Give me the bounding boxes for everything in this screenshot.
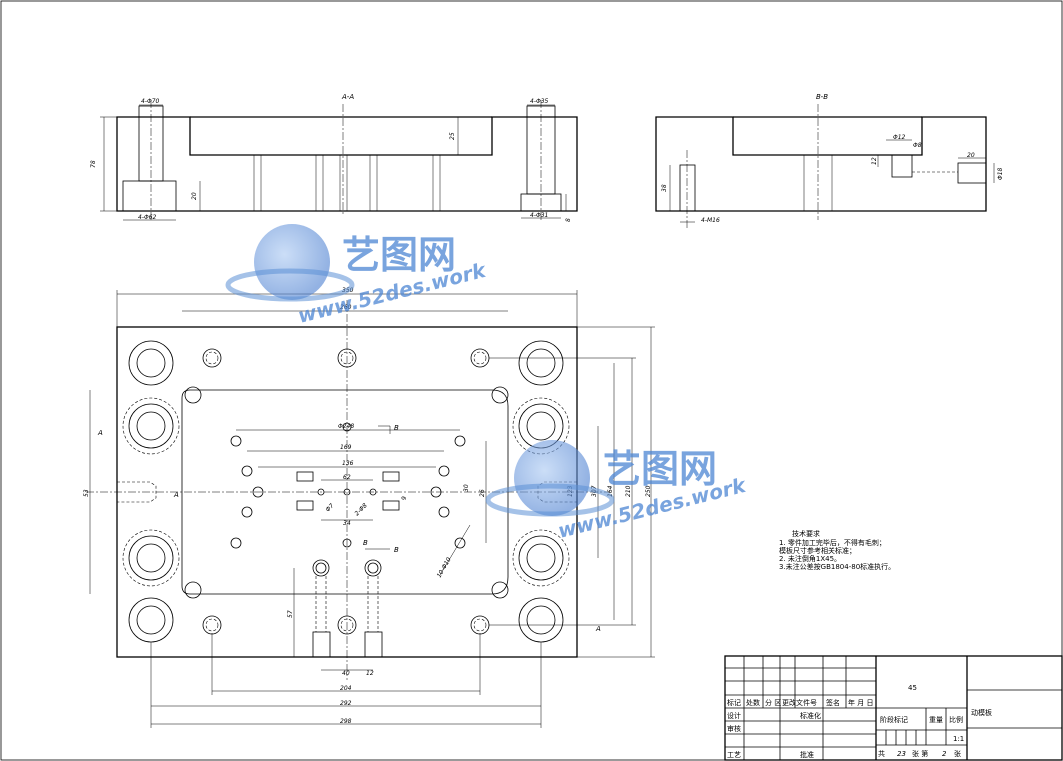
svg-text:40: 40 bbox=[342, 670, 350, 677]
svg-text:169: 169 bbox=[340, 444, 352, 451]
svg-text:2: 2 bbox=[942, 750, 947, 758]
svg-text:20: 20 bbox=[191, 192, 198, 200]
title-block: 标记 处数 分 区 更改文件号 签名 年 月 日 设计 标准化 审核 工艺 批准… bbox=[724, 655, 1063, 761]
svg-text:34: 34 bbox=[343, 520, 351, 527]
section-aa-counterbore-left bbox=[122, 180, 177, 212]
svg-text:12: 12 bbox=[871, 157, 878, 165]
pocket-outline bbox=[181, 389, 509, 595]
svg-text:工艺: 工艺 bbox=[727, 751, 741, 759]
svg-text:26: 26 bbox=[479, 489, 486, 497]
svg-text:1. 零件加工完毕后，不得有毛刺；: 1. 零件加工完毕后，不得有毛刺； bbox=[779, 538, 886, 547]
svg-text:分 区: 分 区 bbox=[765, 698, 781, 707]
svg-text:38: 38 bbox=[661, 184, 668, 192]
svg-text:比例: 比例 bbox=[949, 715, 963, 724]
svg-text:1:1: 1:1 bbox=[953, 735, 964, 743]
svg-text:136: 136 bbox=[342, 460, 354, 467]
svg-text:2. 未注倒角1X45。: 2. 未注倒角1X45。 bbox=[779, 554, 841, 563]
svg-text:技术要求: 技术要求 bbox=[792, 529, 820, 538]
svg-text:250: 250 bbox=[645, 485, 652, 497]
svg-text:更改文件号: 更改文件号 bbox=[782, 698, 817, 707]
svg-text:Φ7: Φ7 bbox=[324, 502, 335, 513]
svg-text:3.未注公差按GB1804-80标准执行。: 3.未注公差按GB1804-80标准执行。 bbox=[779, 562, 895, 571]
svg-text:12: 12 bbox=[366, 670, 374, 677]
svg-text:4-Φ35: 4-Φ35 bbox=[530, 98, 549, 105]
svg-text:Φ248: Φ248 bbox=[338, 423, 354, 430]
svg-text:4-Φ31: 4-Φ31 bbox=[530, 212, 548, 219]
svg-text:30: 30 bbox=[463, 484, 470, 492]
svg-text:重量: 重量 bbox=[929, 716, 943, 724]
technical-notes: 技术要求 1. 零件加工完毕后，不得有毛刺； 模板尺寸参考相关标准； 2. 未注… bbox=[779, 529, 895, 571]
svg-text:A: A bbox=[173, 491, 179, 499]
svg-text:艺图网: 艺图网 bbox=[603, 447, 717, 491]
svg-text:年 月 日: 年 月 日 bbox=[848, 698, 873, 707]
svg-text:57: 57 bbox=[287, 610, 294, 618]
watermark-1: 艺图网 www.52des.work bbox=[225, 224, 489, 328]
svg-text:9: 9 bbox=[401, 496, 408, 500]
svg-text:B: B bbox=[394, 424, 399, 432]
svg-text:164: 164 bbox=[607, 485, 614, 497]
svg-text:审核: 审核 bbox=[727, 724, 741, 733]
part-name: 动模板 bbox=[971, 708, 992, 717]
svg-text:张 第: 张 第 bbox=[912, 749, 928, 758]
svg-text:A: A bbox=[97, 429, 103, 437]
svg-text:Φ18: Φ18 bbox=[997, 167, 1004, 180]
svg-text:处数: 处数 bbox=[746, 698, 760, 707]
svg-text:8: 8 bbox=[565, 218, 572, 222]
svg-text:批准: 批准 bbox=[800, 750, 814, 759]
svg-text:A: A bbox=[595, 625, 601, 633]
svg-text:共: 共 bbox=[878, 749, 885, 758]
svg-text:25: 25 bbox=[449, 132, 456, 140]
material-label: 45 bbox=[908, 684, 917, 692]
svg-text:260: 260 bbox=[340, 304, 352, 311]
svg-text:标记: 标记 bbox=[727, 698, 741, 707]
svg-text:艺图网: 艺图网 bbox=[342, 233, 456, 277]
svg-text:标准化: 标准化 bbox=[800, 711, 821, 720]
watermark-2: 艺图网 www.52des.work bbox=[485, 440, 749, 543]
svg-text:62: 62 bbox=[343, 474, 351, 481]
svg-text:Φ12: Φ12 bbox=[893, 134, 906, 141]
svg-text:4-Φ62: 4-Φ62 bbox=[138, 214, 157, 221]
svg-text:4-M16: 4-M16 bbox=[701, 217, 720, 224]
svg-text:20: 20 bbox=[967, 152, 975, 159]
svg-text:设计: 设计 bbox=[727, 711, 741, 720]
svg-text:4-Φ70: 4-Φ70 bbox=[141, 98, 160, 105]
section-bb-body bbox=[655, 116, 987, 212]
svg-text:23: 23 bbox=[897, 750, 906, 758]
svg-text:张: 张 bbox=[954, 749, 961, 758]
svg-text:B: B bbox=[363, 539, 368, 547]
svg-text:2-Φ8: 2-Φ8 bbox=[353, 502, 368, 517]
svg-text:78: 78 bbox=[90, 160, 97, 168]
svg-text:53: 53 bbox=[83, 489, 90, 497]
screw-holes bbox=[184, 348, 509, 635]
ejector-holes bbox=[230, 422, 466, 549]
section-bb: B-B 4-M16 38 Φ12 Φ8 12 20 Φ18 bbox=[655, 93, 1004, 228]
svg-text:292: 292 bbox=[340, 700, 352, 707]
svg-text:Φ8: Φ8 bbox=[913, 142, 922, 149]
svg-text:阶段标记: 阶段标记 bbox=[880, 715, 908, 724]
svg-text:签名: 签名 bbox=[826, 698, 840, 707]
svg-text:模板尺寸参考相关标准；: 模板尺寸参考相关标准； bbox=[779, 546, 856, 555]
svg-text:210: 210 bbox=[625, 485, 632, 497]
section-aa-label: A-A bbox=[341, 93, 354, 101]
section-bb-label: B-B bbox=[816, 93, 828, 101]
section-aa: A-A 78 25 20 4-Φ70 4-Φ35 4-Φ62 bbox=[90, 93, 578, 222]
svg-text:298: 298 bbox=[340, 718, 352, 725]
svg-text:204: 204 bbox=[340, 685, 352, 692]
svg-text:B: B bbox=[394, 546, 399, 554]
